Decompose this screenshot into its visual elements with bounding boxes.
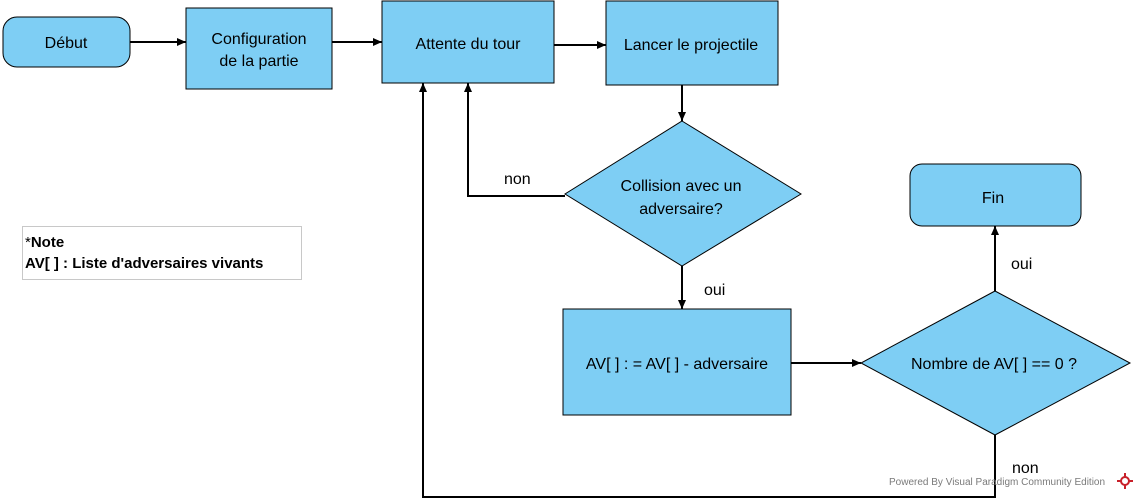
note-title: *Note (25, 232, 301, 253)
node-lancer-label: Lancer le projectile (624, 37, 758, 54)
process-shape (185, 7, 333, 90)
node-fin: Fin (909, 163, 1082, 227)
edge-label-nombre-non: non (1012, 460, 1039, 477)
node-attente: Attente du tour (381, 0, 555, 84)
process-shape (562, 308, 792, 416)
process-shape (605, 0, 779, 86)
note-title-text: Note (30, 234, 65, 251)
node-collision: Collision avec un adversaire? (564, 120, 802, 267)
edge-label-collision-non: non (504, 171, 531, 188)
node-configuration-label-line2: de la partie (219, 53, 298, 70)
node-attente-label: Attente du tour (416, 36, 522, 53)
end-terminal-shape (909, 163, 1082, 227)
footer-product: Visual Paradigm Community Edition (945, 477, 1106, 488)
footer-powered-by: Powered By (889, 477, 943, 488)
decision-shape (859, 290, 1132, 436)
note-box: *Note AV[ ] : Liste d'adversaires vivant… (22, 226, 302, 280)
node-debut: Début (2, 16, 131, 68)
node-configuration: Configuration de la partie (185, 7, 333, 90)
node-av-update: AV[ ] : = AV[ ] - adversaire (562, 308, 792, 416)
node-lancer: Lancer le projectile (605, 0, 779, 86)
footer-watermark: Powered By Visual Paradigm Community Edi… (889, 473, 1133, 489)
node-fin-label: Fin (982, 190, 1004, 207)
node-configuration-label-line1: Configuration (211, 31, 306, 48)
edge-nombre-non-attente (419, 83, 996, 498)
start-terminal-shape (2, 16, 131, 68)
decision-shape (564, 120, 802, 267)
node-nombre-label: Nombre de AV[ ] == 0 ? (911, 356, 1077, 373)
node-collision-label-line2: adversaire? (639, 201, 723, 218)
node-debut-label: Début (45, 35, 88, 52)
node-av-update-label: AV[ ] : = AV[ ] - adversaire (586, 356, 768, 373)
process-shape (381, 0, 555, 84)
edge-label-nombre-oui: oui (1011, 256, 1032, 273)
note-text: AV[ ] : Liste d'adversaires vivants (25, 255, 264, 272)
note-asterisk: * (25, 234, 31, 251)
edge-collision-non-attente (464, 83, 565, 197)
visual-paradigm-logo-icon (1117, 473, 1133, 489)
node-collision-label-line1: Collision avec un (621, 178, 742, 195)
edges (130, 38, 999, 498)
edge-label-collision-oui: oui (704, 282, 725, 299)
node-nombre: Nombre de AV[ ] == 0 ? (859, 290, 1132, 436)
